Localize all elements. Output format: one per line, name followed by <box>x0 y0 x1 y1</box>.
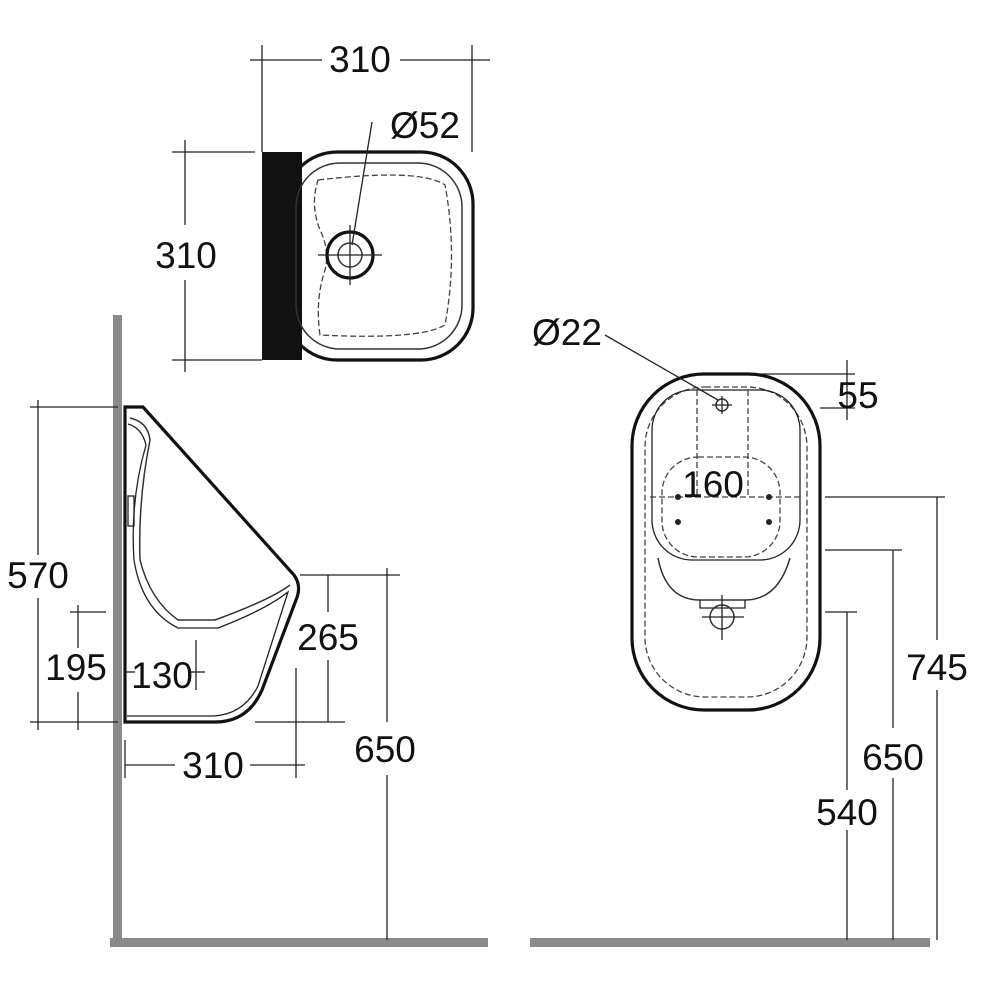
front-view-rim <box>644 386 808 698</box>
inlet-diameter-dimension: Ø22 <box>532 312 602 353</box>
outlet-diameter-dimension: Ø52 <box>390 105 460 146</box>
floor <box>110 938 488 947</box>
outlet-offset-dimension: 130 <box>131 655 193 696</box>
side-view-outline <box>123 405 301 724</box>
front-view: Ø22 55 160 745 650 540 <box>530 312 968 947</box>
top-depth-dimension: 310 <box>155 235 217 276</box>
lip-height-dimension: 265 <box>297 617 359 658</box>
front-outlet-height-dimension: 540 <box>816 792 878 833</box>
fixing-plate <box>661 456 781 558</box>
front-view-outline <box>630 372 822 712</box>
outlet-height-dimension: 195 <box>45 647 107 688</box>
overall-height-front-dimension: 745 <box>906 647 968 688</box>
side-view: 570 195 130 265 310 650 <box>7 315 488 947</box>
wall <box>113 315 122 947</box>
top-width-dimension: 310 <box>329 39 391 80</box>
top-view-outline <box>283 150 475 362</box>
front-rim-height-dimension: 650 <box>862 737 924 778</box>
projection-dimension: 310 <box>182 745 244 786</box>
fixing-centres-dimension: 160 <box>682 464 744 505</box>
top-view: 310 310 Ø52 <box>155 39 490 372</box>
front-floor <box>530 938 930 947</box>
side-view-bowl <box>129 417 291 621</box>
side-rim-height-dimension: 650 <box>354 729 416 770</box>
overall-height-dimension: 570 <box>7 555 69 596</box>
top-view-bowl <box>313 174 453 337</box>
top-view-rim <box>295 162 463 350</box>
inlet-offset-dimension: 55 <box>837 375 878 416</box>
side-view-inlet <box>127 495 135 527</box>
